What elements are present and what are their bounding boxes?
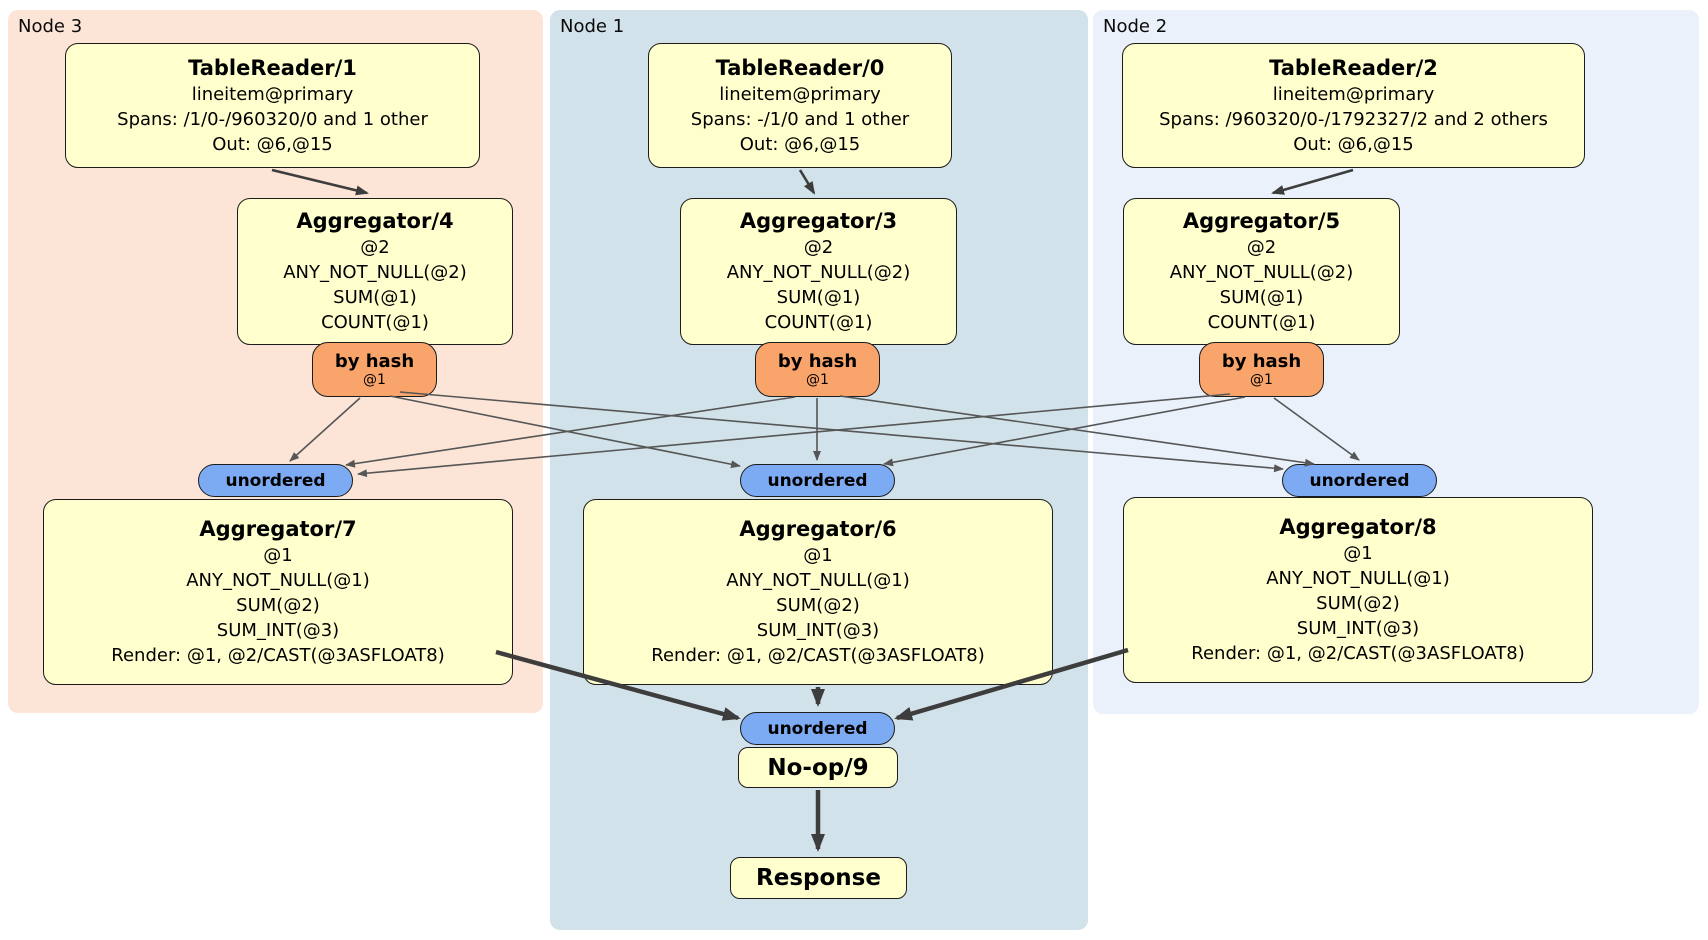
sync-unordered-right[interactable]: unordered (1282, 464, 1437, 497)
processor-line: ANY_NOT_NULL(@2) (726, 262, 911, 283)
processor-line: @2 (803, 237, 834, 258)
processor-aggregator-6[interactable]: Aggregator/6 @1 ANY_NOT_NULL(@1) SUM(@2)… (583, 499, 1053, 685)
processor-line: Spans: /960320/0-/1792327/2 and 2 others (1159, 108, 1548, 130)
processor-line: COUNT(@1) (764, 312, 873, 333)
processor-line: ANY_NOT_NULL(@1) (1266, 568, 1450, 589)
processor-line: Spans: /1/0-/960320/0 and 1 other (117, 108, 428, 130)
sync-unordered-left[interactable]: unordered (198, 464, 353, 497)
processor-line: lineitem@primary (1272, 83, 1435, 105)
processor-line: @2 (1246, 237, 1277, 258)
processor-line: COUNT(@1) (321, 312, 429, 333)
processor-line: COUNT(@1) (1207, 312, 1316, 333)
processor-title: Aggregator/4 (296, 209, 454, 233)
processor-aggregator-5[interactable]: Aggregator/5 @2 ANY_NOT_NULL(@2) SUM(@1)… (1123, 198, 1400, 345)
router-label: by hash (777, 351, 858, 372)
processor-title: Aggregator/6 (739, 517, 897, 541)
router-label: by hash (1221, 351, 1302, 372)
processor-title: Aggregator/7 (199, 517, 357, 541)
sync-unordered-final[interactable]: unordered (740, 712, 895, 745)
processor-title: TableReader/1 (188, 55, 357, 80)
processor-line: ANY_NOT_NULL(@2) (283, 262, 467, 283)
processor-tablereader-0[interactable]: TableReader/0 lineitem@primary Spans: -/… (648, 43, 952, 168)
sync-label: unordered (767, 470, 868, 491)
processor-line: Render: @1, @2/CAST(@3ASFLOAT8) (1191, 643, 1525, 664)
processor-aggregator-8[interactable]: Aggregator/8 @1 ANY_NOT_NULL(@1) SUM(@2)… (1123, 497, 1593, 683)
processor-line: SUM(@2) (1316, 593, 1400, 614)
processor-title: TableReader/0 (715, 55, 885, 80)
processor-title: Response (756, 865, 881, 891)
processor-line: @1 (803, 545, 833, 566)
processor-line: SUM(@2) (776, 595, 860, 616)
response-box[interactable]: Response (730, 857, 907, 899)
processor-line: Spans: -/1/0 and 1 other (690, 108, 910, 130)
processor-title: TableReader/2 (1269, 55, 1438, 80)
node3-label: Node 3 (18, 16, 83, 37)
processor-line: SUM_INT(@3) (1296, 618, 1420, 639)
processor-line: SUM(@1) (1219, 287, 1304, 308)
router-by-hash-right[interactable]: by hash @1 (1199, 342, 1324, 397)
processor-line: Out: @6,@15 (1293, 133, 1414, 155)
node1-label: Node 1 (560, 16, 625, 37)
router-stream: @1 (363, 372, 386, 388)
processor-line: Out: @6,@15 (739, 133, 861, 155)
router-label: by hash (334, 351, 415, 372)
processor-line: Render: @1, @2/CAST(@3ASFLOAT8) (651, 645, 985, 666)
processor-line: SUM(@1) (333, 287, 417, 308)
processor-aggregator-3[interactable]: Aggregator/3 @2 ANY_NOT_NULL(@2) SUM(@1)… (680, 198, 957, 345)
router-stream: @1 (1250, 372, 1273, 388)
processor-line: SUM_INT(@3) (756, 620, 880, 641)
sync-unordered-middle[interactable]: unordered (740, 464, 895, 497)
processor-line: Out: @6,@15 (212, 133, 333, 155)
processor-line: SUM_INT(@3) (216, 620, 340, 641)
sync-label: unordered (225, 470, 326, 491)
router-stream: @1 (806, 372, 829, 388)
router-by-hash-left[interactable]: by hash @1 (312, 342, 437, 397)
processor-noop-9[interactable]: No-op/9 (738, 747, 898, 788)
node2-label: Node 2 (1103, 16, 1168, 37)
processor-line: SUM(@1) (776, 287, 861, 308)
processor-title: Aggregator/5 (1182, 209, 1341, 233)
processor-line: lineitem@primary (719, 83, 881, 105)
processor-title: Aggregator/3 (739, 209, 898, 233)
processor-line: ANY_NOT_NULL(@2) (1169, 262, 1354, 283)
processor-line: ANY_NOT_NULL(@1) (186, 570, 370, 591)
processor-line: lineitem@primary (191, 83, 354, 105)
processor-aggregator-4[interactable]: Aggregator/4 @2 ANY_NOT_NULL(@2) SUM(@1)… (237, 198, 513, 345)
processor-aggregator-7[interactable]: Aggregator/7 @1 ANY_NOT_NULL(@1) SUM(@2)… (43, 499, 513, 685)
processor-line: @1 (263, 545, 293, 566)
processor-line: ANY_NOT_NULL(@1) (726, 570, 910, 591)
processor-line: SUM(@2) (236, 595, 320, 616)
router-by-hash-middle[interactable]: by hash @1 (755, 342, 880, 397)
processor-line: Render: @1, @2/CAST(@3ASFLOAT8) (111, 645, 445, 666)
processor-line: @2 (360, 237, 390, 258)
sync-label: unordered (1309, 470, 1410, 491)
sync-label: unordered (767, 718, 868, 739)
processor-tablereader-1[interactable]: TableReader/1 lineitem@primary Spans: /1… (65, 43, 480, 168)
processor-line: @1 (1343, 543, 1373, 564)
processor-title: No-op/9 (767, 754, 869, 781)
processor-title: Aggregator/8 (1279, 515, 1437, 539)
processor-tablereader-2[interactable]: TableReader/2 lineitem@primary Spans: /9… (1122, 43, 1585, 168)
